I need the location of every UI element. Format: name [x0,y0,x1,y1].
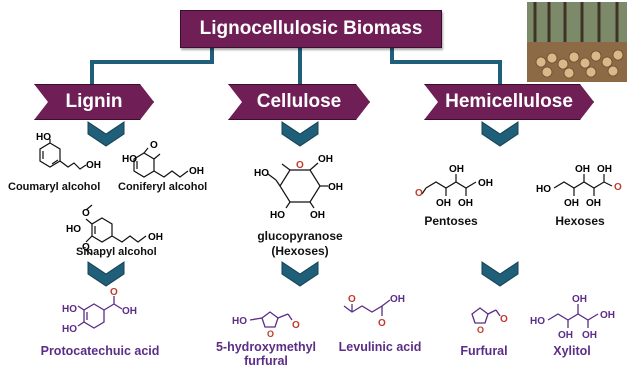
lignin-box: Lignin [34,84,154,120]
furfural-ring-o: O [477,325,484,335]
glucopyranose-label: glucopyranose [257,229,343,243]
protocatechuic-oh: OH [122,306,137,317]
xylitol-structure [547,304,599,328]
levulinic-ketone-o: O [348,294,356,305]
coumaryl-alcohol-structure [39,139,87,170]
chevron-down-icon [481,261,519,287]
levulinic-oh: OH [390,294,405,305]
protocatechuic-acid-label: Protocatechuic acid [40,344,160,358]
coniferyl-alcohol-label: Coniferyl alcohol [118,181,208,193]
pentose-oh-1: OH [436,198,451,209]
pentose-oh-top: OH [449,164,464,175]
hexoses-label: Hexoses [555,214,605,228]
glucose-ho-1: HO [254,168,269,179]
coniferyl-alcohol-structure [133,147,189,178]
chevron-row-2 [87,261,519,287]
hmf-label-line2: furfural [244,354,288,368]
chevron-down-icon [281,261,319,287]
sinapyl-alcohol-label: Sinapyl alcohol [76,246,157,258]
hmf-ho-label: HO [232,316,247,327]
levulinic-acid-o: O [378,318,386,329]
sinapyl-ho-label: HO [66,224,81,235]
connector-lines [90,48,502,84]
coniferyl-oh-label: OH [189,166,204,177]
protocatechuic-ho-2: HO [62,324,77,335]
glucose-oh-2: OH [328,182,343,193]
protocatechuic-ho-1: HO [62,304,77,315]
hexose-oh-bottom-1: OH [564,198,579,209]
pentose-structure [421,174,477,196]
glucose-oh-1: OH [318,154,333,165]
pentose-aldehyde-o: O [415,188,423,199]
pentose-oh-2: OH [458,198,473,209]
chevron-row-1 [87,121,519,147]
furfural-label: Furfural [460,344,508,358]
sinapyl-oh-label: OH [148,232,163,243]
chevron-down-icon [87,261,125,287]
hemicellulose-box: Hemicellulose [424,84,594,120]
hmf-structure [249,311,293,328]
sinapyl-o-top-label: O [82,208,90,219]
sinapyl-alcohol-structure [85,204,147,256]
sinapyl-o-bottom-label: O [82,242,90,253]
xylitol-oh-2: OH [582,330,597,341]
glucopyranose-structure [267,162,328,209]
chevron-down-icon [281,121,319,147]
protocatechuic-acid-structure [77,296,123,329]
xylitol-oh-end: OH [600,310,615,321]
xylitol-oh-top: OH [572,294,587,305]
hexose-structure [553,174,613,196]
glucose-oh-3: OH [310,210,325,221]
hexose-ho-end: HO [536,184,551,195]
furfural-aldehyde-o: O [500,314,508,325]
coniferyl-o-label: O [150,140,158,151]
hmf-aldehyde-o: O [292,320,300,331]
glucose-ho-2: HO [270,210,285,221]
hexose-aldehyde-o: O [614,182,622,193]
furfural-structure [471,307,501,324]
xylitol-ho-end: HO [530,316,545,327]
glucose-ring-oxygen: O [296,160,304,171]
coumaryl-alcohol-label: Coumaryl alcohol [8,181,101,193]
hexose-oh-top-2: OH [597,164,612,175]
hexose-oh-top-1: OH [575,164,590,175]
hmf-label-line1: 5-hydroxymethyl [215,340,317,354]
chevron-down-icon [87,121,125,147]
lignocellulosic-biomass-box: Lignocellulosic Biomass [180,10,442,48]
pentose-oh-end: OH [478,178,493,189]
pentoses-label: Pentoses [424,214,478,228]
glucopyranose-sub-label: (Hexoses) [271,244,329,258]
levulinic-acid-label: Levulinic acid [338,340,422,354]
hexose-oh-bottom-2: OH [586,198,601,209]
cellulose-box: Cellulose [228,84,370,120]
coniferyl-ho-label: HO [122,154,137,165]
xylitol-oh-1: OH [558,330,573,341]
coumaryl-oh-label: OH [86,160,101,171]
protocatechuic-o: O [110,287,118,298]
coumaryl-ho-label: HO [36,132,51,143]
levulinic-acid-structure [343,299,391,316]
stacked-logs-photo [527,2,627,82]
chevron-down-icon [481,121,519,147]
hmf-ring-o: O [267,329,274,339]
xylitol-label: Xylitol [553,344,591,358]
